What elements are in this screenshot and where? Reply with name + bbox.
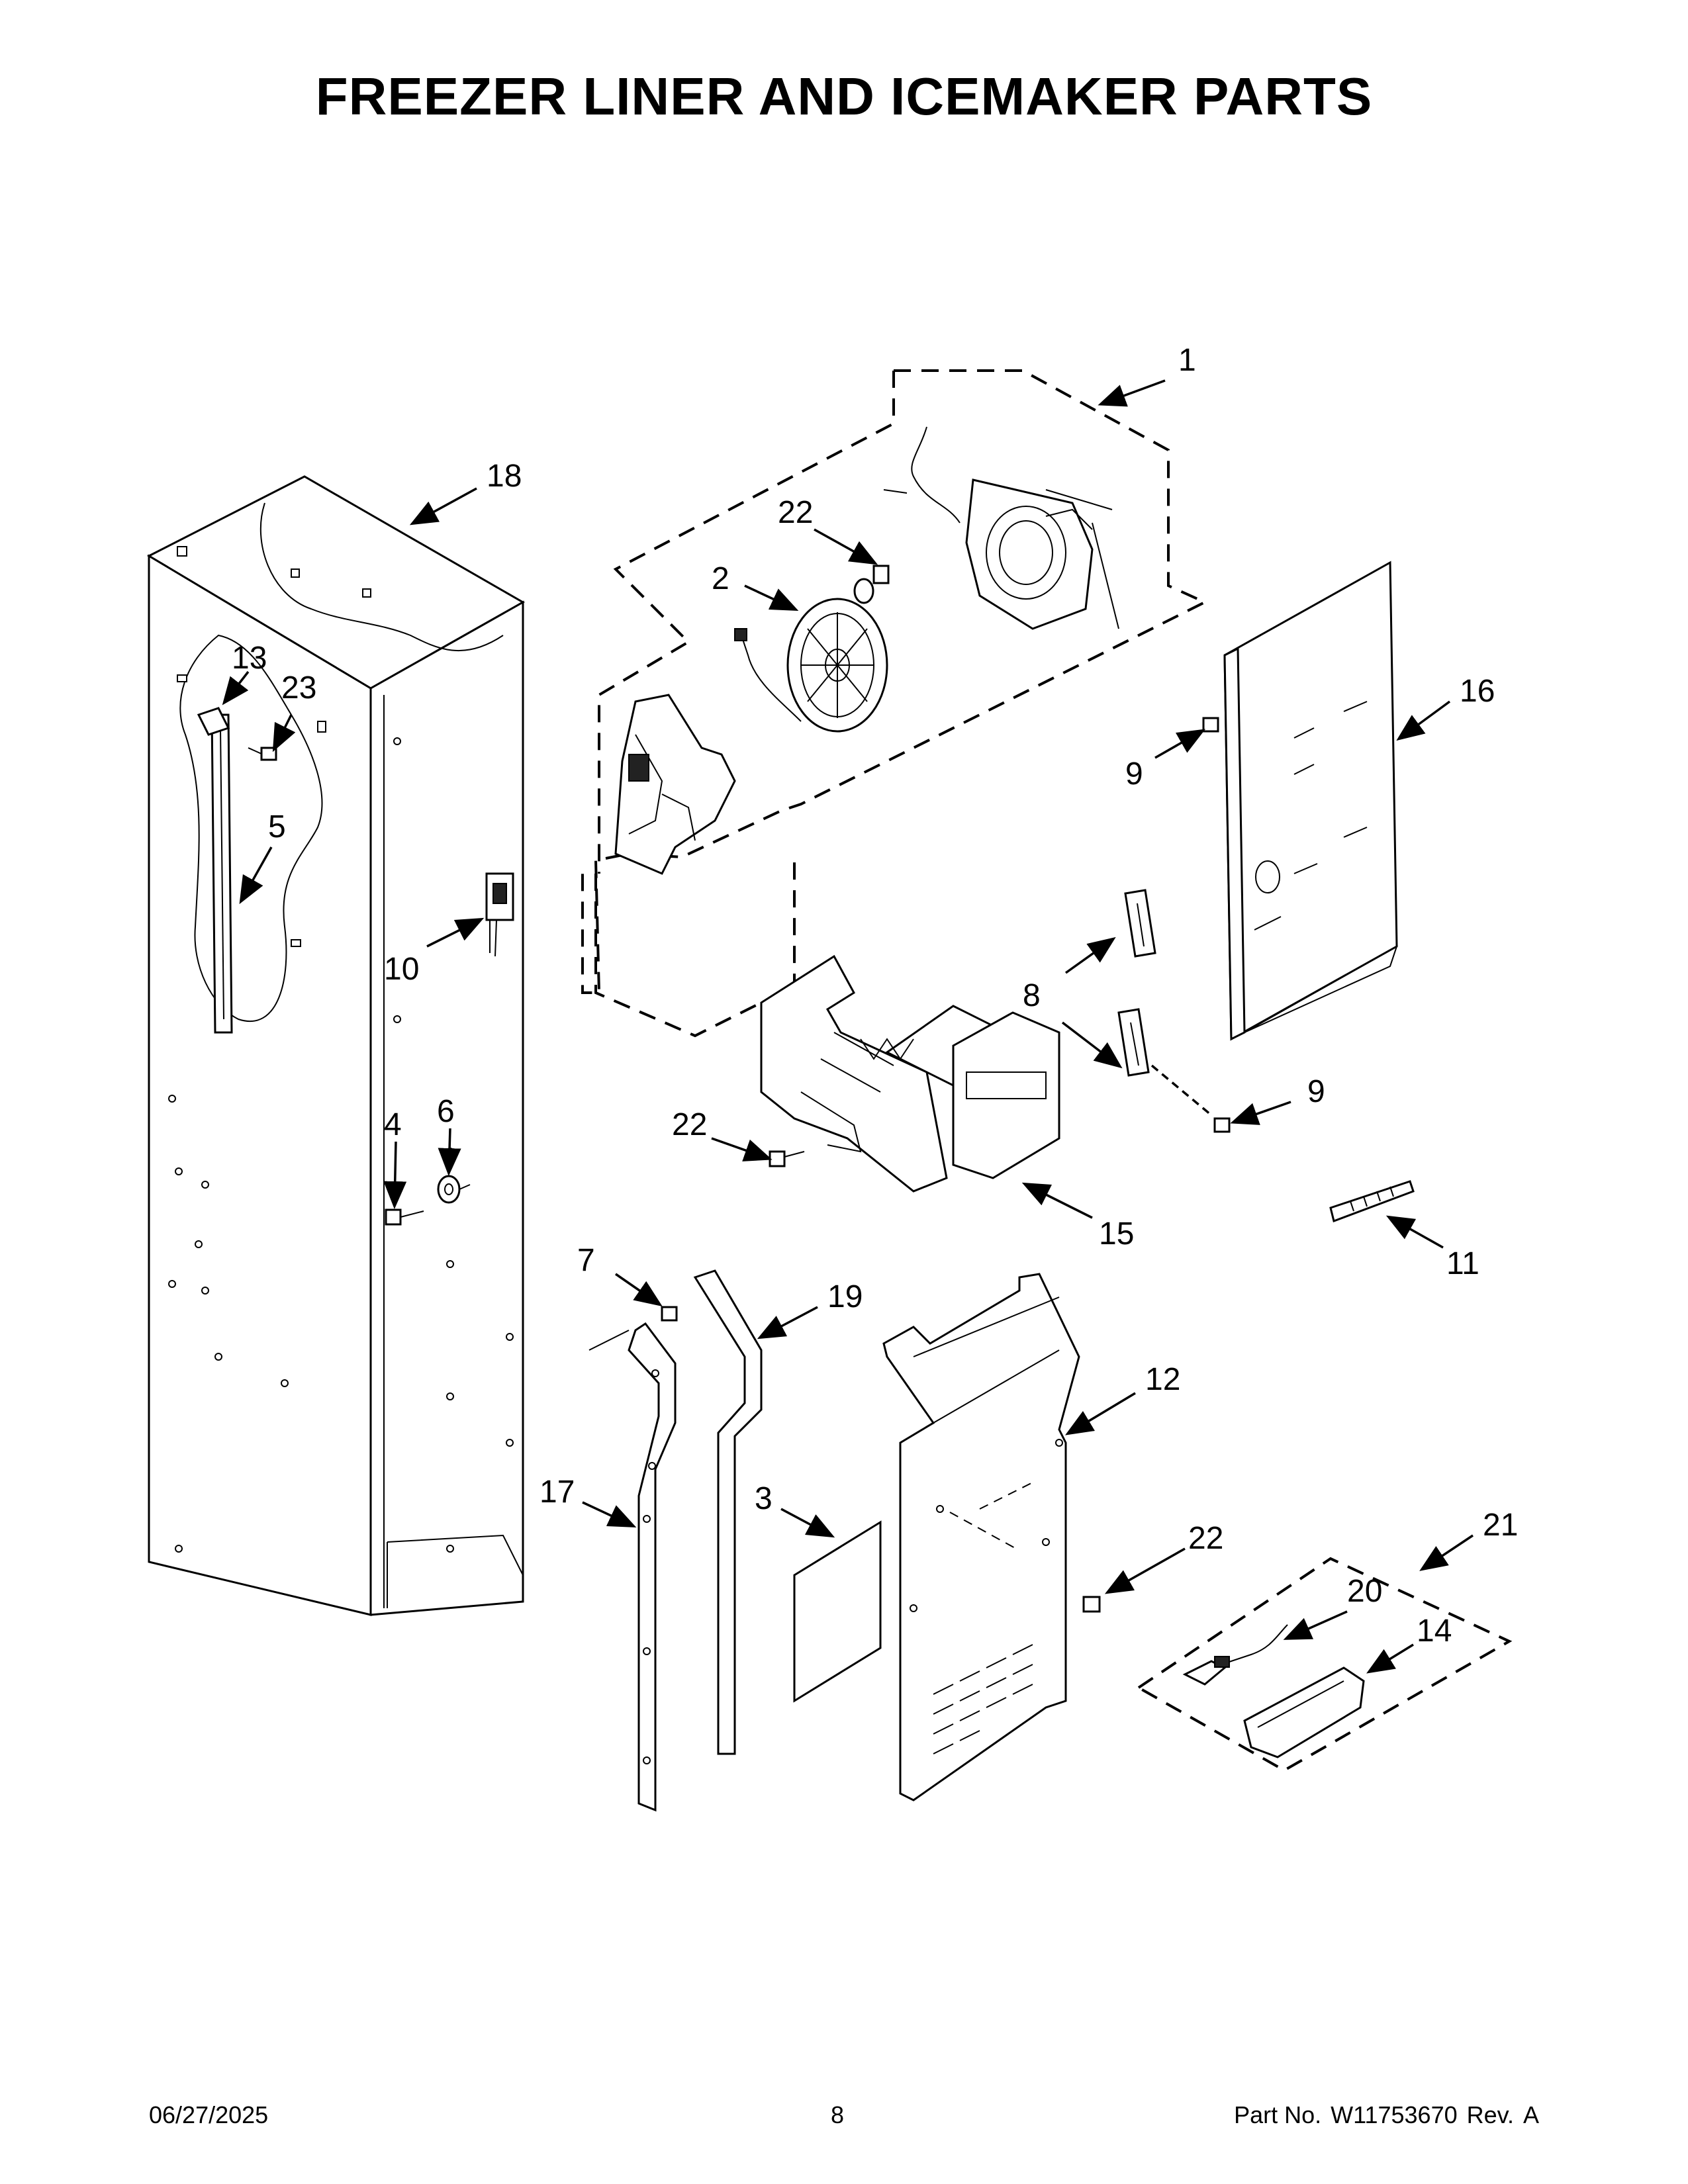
callout-8a: 8 xyxy=(1023,978,1041,1013)
callout-22-top: 22 xyxy=(778,495,813,530)
callout-labels: 1 2 3 4 5 6 7 8 8 9 9 10 11 12 13 14 15 … xyxy=(232,343,1518,1649)
screw-part-22-icemaker xyxy=(769,1150,805,1167)
callout-10: 10 xyxy=(384,952,419,987)
harness-part-20 xyxy=(1182,1624,1288,1686)
callout-22-cover: 22 xyxy=(1188,1521,1223,1556)
fan-housing-part xyxy=(883,426,1119,630)
screw-part-9-upper xyxy=(1202,717,1219,733)
part-label: Part No. xyxy=(1234,2101,1322,2128)
callout-11: 11 xyxy=(1446,1246,1479,1281)
callout-22-icemaker: 22 xyxy=(672,1107,707,1142)
screw-part-23 xyxy=(248,747,277,761)
footer-page-number: 8 xyxy=(831,2101,845,2128)
bracket-part-13 xyxy=(197,707,230,736)
callout-7: 7 xyxy=(577,1243,595,1278)
callout-4: 4 xyxy=(384,1107,402,1142)
icemaker-part xyxy=(760,954,1060,1193)
callout-20: 20 xyxy=(1347,1574,1382,1609)
insulation-pad-part-3 xyxy=(793,1520,882,1703)
cover-panel-part-12 xyxy=(882,1273,1080,1801)
callout-arrows xyxy=(222,379,1474,1674)
callout-15: 15 xyxy=(1099,1216,1134,1251)
callout-3: 3 xyxy=(755,1481,773,1516)
assembly-21-group xyxy=(1136,1557,1513,1772)
callout-1: 1 xyxy=(1178,343,1196,378)
cable-tie-part xyxy=(1329,1180,1415,1222)
screw-part-9-lower xyxy=(1213,1117,1231,1133)
callout-17: 17 xyxy=(539,1475,575,1510)
bushing-part-6 xyxy=(437,1175,471,1204)
freezer-liner-part xyxy=(146,475,526,1616)
washer-screw-part-22 xyxy=(853,565,890,604)
fan-assembly-group xyxy=(581,369,1208,1038)
part-number: W11753670 xyxy=(1331,2101,1458,2128)
screw-part-22-cover xyxy=(1082,1596,1101,1613)
screw-part-4 xyxy=(385,1208,424,1226)
gasket-strip-part-19 xyxy=(693,1269,763,1755)
callout-6: 6 xyxy=(437,1094,455,1129)
callout-5: 5 xyxy=(268,809,286,844)
footer-part-number: Part No. W11753670 Rev. A xyxy=(1225,2101,1539,2129)
callout-18: 18 xyxy=(487,459,522,494)
cover-part-14 xyxy=(1243,1666,1365,1758)
callout-14: 14 xyxy=(1417,1614,1452,1649)
fan-shroud-part xyxy=(614,694,736,875)
callout-13: 13 xyxy=(232,641,267,676)
callout-12: 12 xyxy=(1145,1362,1180,1397)
callout-16: 16 xyxy=(1460,674,1495,709)
fan-blade-part xyxy=(734,598,888,733)
callout-9-upper: 9 xyxy=(1125,756,1143,792)
footer-date: 06/27/2025 xyxy=(149,2101,269,2128)
rev-value: A xyxy=(1523,2101,1539,2128)
guide-part-8 xyxy=(1117,889,1156,1077)
callout-2: 2 xyxy=(712,561,729,596)
rear-panel-part xyxy=(1223,561,1398,1041)
callout-9-lower: 9 xyxy=(1307,1074,1325,1109)
callout-19: 19 xyxy=(827,1279,863,1314)
page-title: FREEZER LINER AND ICEMAKER PARTS xyxy=(315,67,1373,126)
callout-23: 23 xyxy=(281,670,316,705)
callout-21: 21 xyxy=(1483,1508,1518,1543)
screw-part-7 xyxy=(588,1306,678,1351)
sensor-part-10 xyxy=(485,872,514,957)
rev-label: Rev. xyxy=(1466,2101,1514,2128)
trim-strip-part-17 xyxy=(628,1322,677,1812)
